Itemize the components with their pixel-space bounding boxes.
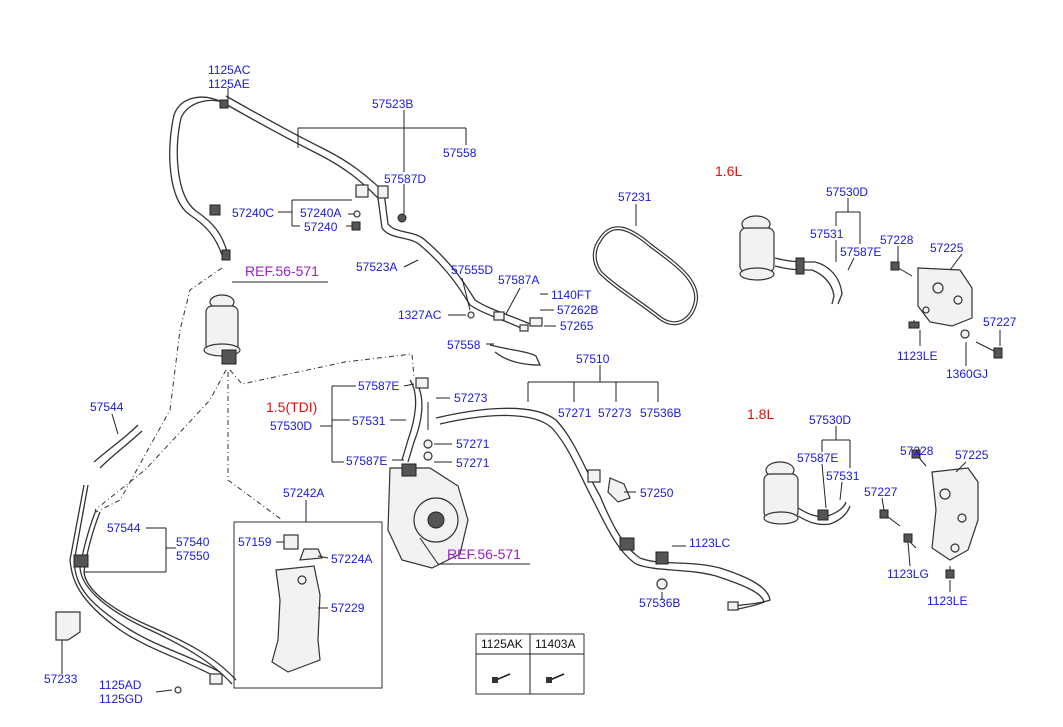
part-label[interactable]: 57224A	[331, 552, 372, 566]
part-label[interactable]: 57262B	[557, 303, 598, 317]
legend-col2: 11403A	[535, 637, 575, 651]
part-label[interactable]: 57225	[955, 448, 989, 462]
part-label[interactable]: 57523B	[372, 97, 413, 111]
reservoir-1-8l	[763, 461, 851, 526]
part-label[interactable]: 57271	[456, 456, 490, 470]
part-label[interactable]: 57240A	[300, 206, 341, 220]
part-label[interactable]: 57240C	[232, 206, 274, 220]
part-label[interactable]: 57555D	[451, 263, 493, 277]
bolt-icon	[546, 673, 565, 683]
pressure-hose-57558	[489, 344, 542, 366]
part-label[interactable]: 57530D	[826, 185, 868, 199]
part-label[interactable]: 57558	[443, 146, 477, 160]
part-label[interactable]: 57231	[618, 190, 652, 204]
part-label[interactable]: 57587E	[840, 245, 881, 259]
reference-label-upper[interactable]: REF.56-571	[245, 263, 319, 279]
part-label[interactable]: 57273	[454, 391, 488, 405]
part-label[interactable]: 57228	[880, 233, 914, 247]
part-label[interactable]: 1125AE	[208, 77, 250, 91]
part-label[interactable]: 1123LE	[897, 349, 937, 363]
part-label[interactable]: 1327AC	[398, 308, 442, 322]
bracket-box-57242a	[233, 521, 383, 689]
part-label[interactable]: 57558	[447, 338, 481, 352]
part-label[interactable]: 57510	[576, 352, 610, 366]
reference-label-lower[interactable]: REF.56-571	[447, 546, 521, 562]
part-label[interactable]: 57271	[558, 406, 592, 420]
part-label[interactable]: 57159	[238, 535, 272, 549]
reservoir-upper	[203, 294, 241, 365]
engine-label-1-6l: 1.6L	[715, 163, 742, 179]
part-label[interactable]: 57587E	[797, 451, 838, 465]
part-label[interactable]: 57225	[930, 241, 964, 255]
part-label[interactable]: 57531	[352, 414, 386, 428]
part-label[interactable]: 57227	[983, 315, 1017, 329]
part-label[interactable]: 57228	[900, 444, 934, 458]
return-hose-57523b	[169, 95, 531, 331]
part-label[interactable]: 57530D	[270, 419, 312, 433]
part-label[interactable]: 57587A	[498, 273, 539, 287]
part-label[interactable]: 57273	[598, 406, 632, 420]
lower-left-lines	[55, 424, 237, 694]
part-label[interactable]: 1125AD	[99, 678, 142, 692]
part-label[interactable]: 57536B	[639, 596, 680, 610]
part-label[interactable]: 57587E	[346, 454, 387, 468]
part-label[interactable]: 1140FT	[551, 288, 592, 302]
legend-col1: 1125AK	[481, 637, 523, 651]
part-label[interactable]: 57540	[176, 535, 210, 549]
part-label[interactable]: 57544	[107, 521, 141, 535]
part-label[interactable]: 1123LE	[927, 594, 967, 608]
bracket-57225-1-6l	[890, 261, 1003, 359]
bracket-57225-1-8l	[879, 449, 979, 579]
engine-label-1-8l: 1.8L	[747, 406, 774, 422]
power-steering-pump-1-5-tdi	[387, 377, 469, 569]
reference-dashed-lines	[94, 267, 415, 521]
part-label[interactable]: 57531	[826, 469, 860, 483]
part-label[interactable]: 57531	[810, 227, 844, 241]
part-label[interactable]: 57227	[864, 485, 898, 499]
drive-belt-57231	[592, 226, 699, 326]
part-label[interactable]: 57544	[90, 400, 124, 414]
part-label[interactable]: 57536B	[640, 406, 681, 420]
part-label[interactable]: 57523A	[356, 260, 397, 274]
part-label[interactable]: 57530D	[809, 413, 851, 427]
leader-lines	[61, 88, 1001, 693]
part-label[interactable]: 1123LG	[887, 567, 929, 581]
part-label[interactable]: 57550	[176, 549, 210, 563]
part-label[interactable]: 57265	[560, 319, 594, 333]
part-label[interactable]: 57587E	[358, 379, 399, 393]
part-label[interactable]: 57233	[44, 672, 78, 686]
part-label[interactable]: 57250	[640, 486, 674, 500]
part-label[interactable]: 1125GD	[99, 692, 143, 706]
part-label[interactable]: 57240	[304, 220, 338, 234]
engine-label-1-5-tdi: 1.5(TDI)	[266, 399, 317, 415]
bolt-icon	[492, 673, 511, 683]
part-label[interactable]: 57229	[331, 601, 365, 615]
fastener-legend-table: 1125AK 11403A	[475, 633, 585, 695]
part-label[interactable]: 1125AC	[208, 63, 251, 77]
part-number-labels: 1125AC 1125AE 57523B 57558 57587D 57240C…	[44, 63, 1017, 706]
reservoir-1-6l	[739, 215, 843, 305]
part-label[interactable]: 1123LC	[689, 536, 730, 550]
part-label[interactable]: 1360GJ	[946, 367, 988, 381]
part-label[interactable]: 57587D	[384, 172, 426, 186]
upper-fittings	[209, 99, 543, 332]
part-label[interactable]: 57271	[456, 437, 490, 451]
part-label[interactable]: 57242A	[283, 486, 324, 500]
